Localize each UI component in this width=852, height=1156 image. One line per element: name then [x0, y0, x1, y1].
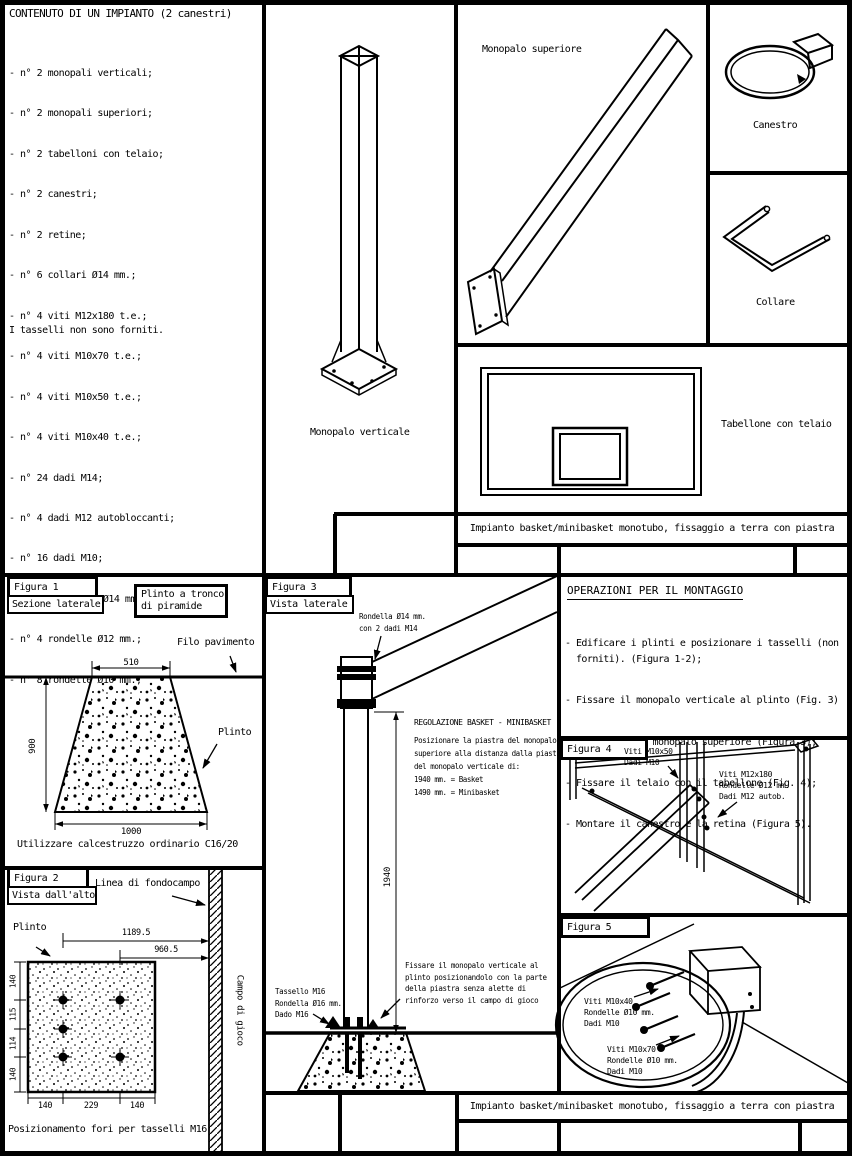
figure4-note-a: Viti M10x50 Dadi M10	[624, 747, 673, 767]
sheet-title-bottom: Impianto basket/minibasket monotubo, fis…	[469, 1101, 835, 1112]
figure3-adjust-body: Posizionare la piastra del monopalo supe…	[414, 736, 565, 797]
figure5-label: Figura 5	[560, 916, 650, 938]
dim-side-140a: 140	[8, 974, 18, 989]
figure2-drawing	[14, 867, 223, 1153]
dim-1940: 1940	[382, 867, 393, 888]
figure1-caption: Utilizzare calcestruzzo ordinario C16/20	[17, 839, 238, 850]
figure5-note-a: Viti M10x40 Rondelle Ø10 mm. Dadi M10	[584, 997, 655, 1028]
label-collare: Collare	[756, 297, 795, 308]
figure5-note-b: Viti M10x70 Rondelle Ø10 mm. Dadi M10	[607, 1045, 678, 1076]
label-monopalo-superiore: Monopalo superiore	[482, 44, 582, 55]
list-item: - n° 4 rondelle Ø12 mm.;	[9, 634, 142, 646]
figure2-court-label: Campo di gioco	[234, 974, 245, 1046]
figure3-washer-note: Rondella Ø14 mm. con 2 dadi M14	[359, 612, 426, 633]
list-item: - n° 16 dadi M10;	[9, 553, 103, 565]
dim-1189-5: 1189.5	[121, 928, 151, 938]
dim-1000: 1000	[120, 827, 142, 837]
figure1-label: Figura 1	[7, 576, 98, 598]
figure4-drawing	[569, 738, 820, 912]
vertical-pole-drawing	[319, 44, 399, 396]
dim-bottom-140a: 140	[37, 1101, 53, 1111]
operations-title: OPERAZIONI PER IL MONTAGGIO	[567, 584, 743, 600]
list-item: - n° 4 viti M10x40 t.e.;	[9, 432, 142, 444]
figure3-fix-note: Fissare il monopalo verticale al plinto …	[405, 961, 547, 1005]
hoop-drawing	[724, 32, 835, 100]
contents-title: CONTENUTO DI UN IMPIANTO (2 canestri)	[9, 7, 232, 20]
list-item: - n° 2 canestri;	[9, 189, 98, 201]
label-monopalo-verticale: Monopalo verticale	[310, 427, 410, 438]
operation-step: - Fissare il telaio con il tabellone (Fi…	[565, 777, 817, 789]
figure2-view: Vista dall'alto	[7, 886, 97, 905]
figure2-caption: Posizionamento fori per tasselli M16	[8, 1124, 207, 1135]
figure3-drawing	[264, 575, 559, 1092]
list-item: - n° 24 dadi M14;	[9, 472, 103, 484]
dim-side-140b: 140	[8, 1067, 18, 1082]
figure4-label: Figura 4	[560, 738, 648, 760]
dim-510: 510	[123, 658, 139, 668]
sheet-title-mid: Impianto basket/minibasket monotubo, fis…	[469, 523, 835, 534]
collar-drawing	[722, 205, 831, 273]
label-canestro: Canestro	[753, 120, 798, 131]
operation-step: - Montare il canestro e la retina (Figur…	[565, 819, 812, 831]
list-item: - n° 4 viti M10x70 t.e.;	[9, 351, 142, 363]
dim-960-5: 960.5	[154, 945, 178, 955]
operation-step: - Edificare i plinti e posizionare i tas…	[565, 638, 839, 666]
figure2-plinto-label: Plinto	[13, 922, 47, 933]
operation-step: - Fissare il monopalo verticale al plint…	[565, 695, 839, 707]
dim-side-115: 115	[8, 1007, 18, 1022]
figure2-baseline-label: Linea di fondocampo	[95, 878, 200, 889]
list-item: - n° 6 collari Ø14 mm.;	[9, 270, 136, 282]
backboard-drawing	[480, 367, 702, 496]
list-item: - n° 4 viti M10x50 t.e.;	[9, 391, 142, 403]
figure1-plinto-label: Plinto	[218, 727, 252, 738]
figure1-drawing	[4, 655, 264, 830]
dim-900: 900	[27, 738, 38, 754]
figure1-floor-label: Filo pavimento	[177, 637, 255, 648]
dim-bottom-140b: 140	[129, 1101, 145, 1111]
figure3-anchor-note: Tassello M16 Rondella Ø16 mm. Dado M16	[275, 987, 342, 1019]
label-tabellone: Tabellone con telaio	[721, 419, 832, 430]
list-item: - n° 2 monopali superiori;	[9, 108, 153, 120]
contents-note: I tasselli non sono forniti.	[9, 325, 164, 336]
figure1-view: Sezione laterale	[7, 595, 104, 614]
list-item: - n° 4 viti M12x180 t.e.;	[9, 310, 148, 322]
figure1-plinto-box: Plinto a tronco di piramide	[134, 584, 228, 618]
list-item: - n° 2 tabelloni con telaio;	[9, 148, 164, 160]
figure3-view: Vista laterale	[265, 595, 354, 614]
list-item: - n° 2 monopali verticali;	[9, 68, 153, 79]
figure5-drawing	[554, 923, 849, 1093]
list-item: - n° 4 dadi M12 autobloccanti;	[9, 512, 175, 524]
figure3-adjust-title: REGOLAZIONE BASKET - MINIBASKET	[414, 718, 551, 727]
upper-pole-drawing	[466, 28, 693, 336]
dim-bottom-229: 229	[83, 1101, 99, 1111]
list-item: - n° 8 rondelle Ø10 mm.;	[9, 674, 142, 686]
dim-side-114: 114	[8, 1036, 18, 1051]
list-item: - n° 2 retine;	[9, 229, 87, 241]
operations-list: - Edificare i plinti e posizionare i tas…	[565, 611, 845, 858]
figure4-note-b: Viti M12x180 Rondelle Ø12 mm. Dadi M12 a…	[719, 770, 790, 801]
